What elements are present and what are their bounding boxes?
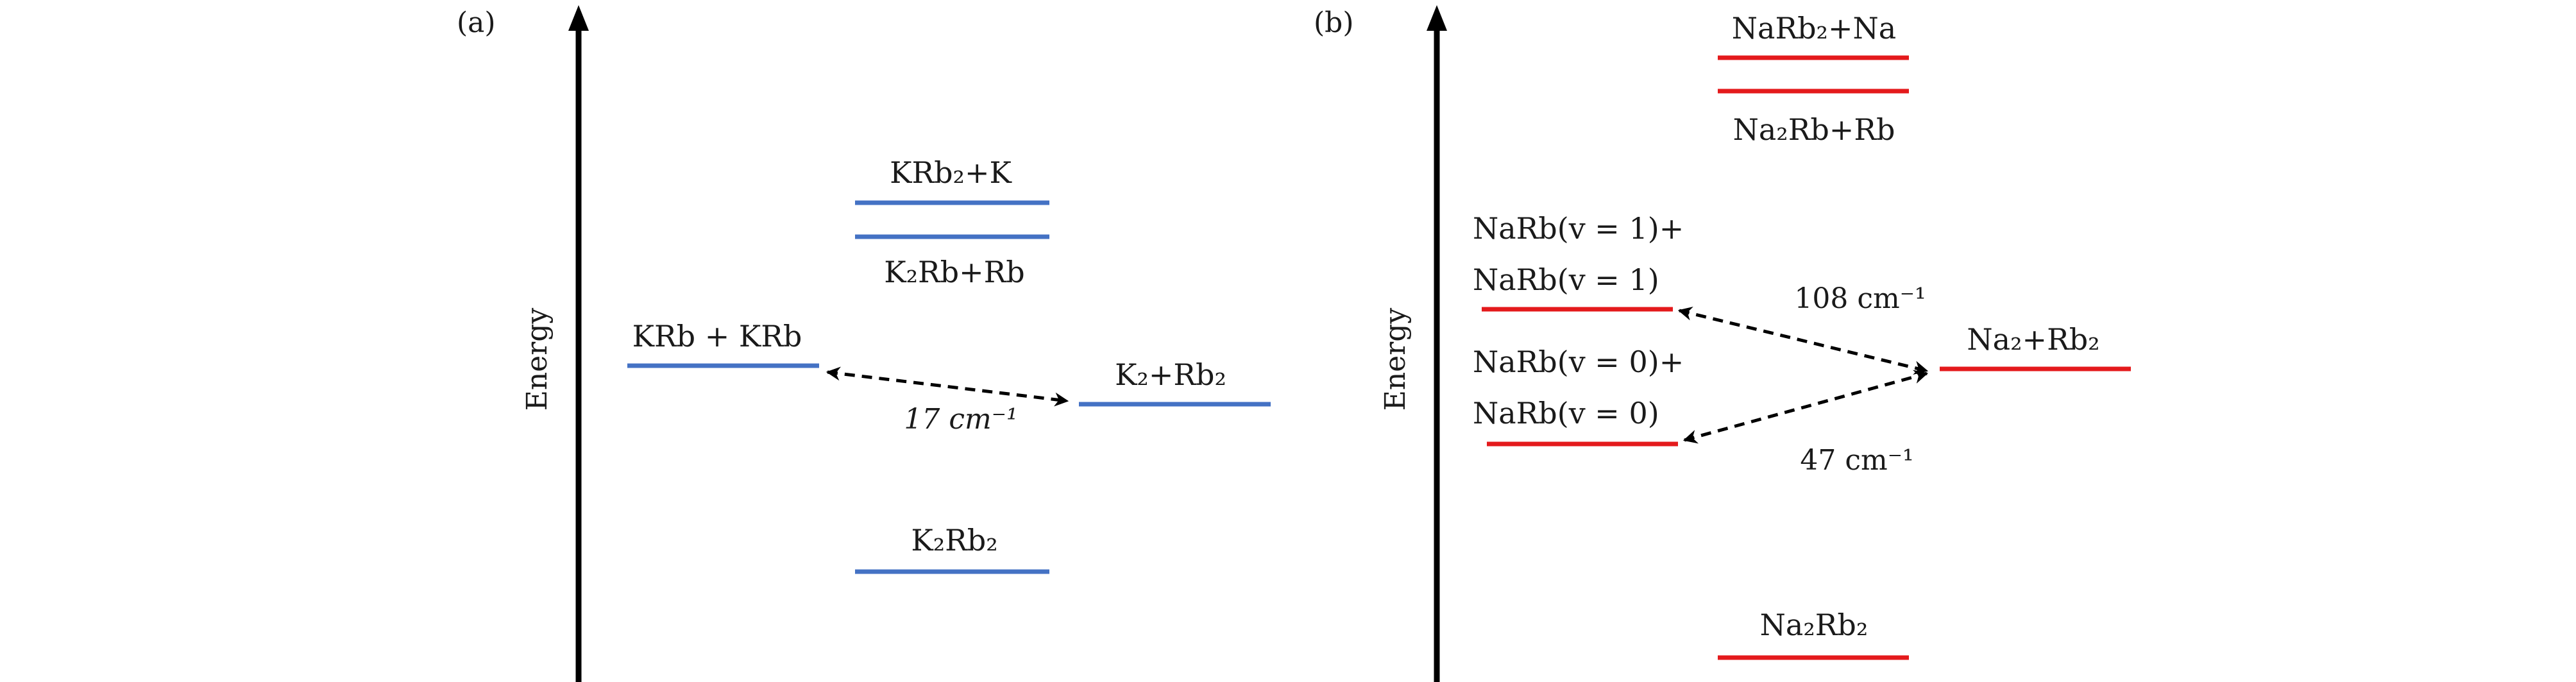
level-label-krb-krb: KRb + KRb: [632, 319, 802, 354]
level-label-narb-v0-line2: NaRb(v = 0): [1473, 396, 1659, 431]
level-label-krb2-k: KRb₂+K: [890, 155, 1012, 190]
gap-arrow-17: [826, 366, 1069, 407]
panel-b-tag: (b): [1314, 6, 1354, 39]
panel-a-axis-arrowhead: [568, 5, 589, 31]
level-label-k2-rb2: K₂+Rb₂: [1115, 357, 1226, 392]
level-label-narb2-na: NaRb₂+Na: [1732, 11, 1896, 46]
panel-a-axis-label: Energy: [521, 308, 554, 411]
level-label-k2rb-rb: K₂Rb+Rb: [884, 255, 1025, 289]
level-label-na2-rb2: Na₂+Rb₂: [1967, 322, 2099, 357]
panel-b-axis-label: Energy: [1379, 308, 1412, 411]
gap-label-47: 47 cm⁻¹: [1800, 444, 1913, 477]
gap-label-108: 108 cm⁻¹: [1794, 282, 1926, 315]
gap-arrow-47: [1682, 370, 1929, 444]
panel-a-tag: (a): [457, 6, 496, 39]
level-label-narb-v1-line1: NaRb(v = 1)+: [1473, 211, 1684, 246]
panel-b: (b) Energy NaRb₂+Na Na₂Rb+Rb NaRb(v = 1)…: [1314, 5, 2131, 682]
level-label-na2rb-rb: Na₂Rb+Rb: [1733, 112, 1895, 147]
panel-b-axis-arrowhead: [1427, 5, 1447, 31]
level-label-narb-v1-line2: NaRb(v = 1): [1473, 262, 1659, 297]
gap-arrow-108: [1677, 306, 1929, 375]
gap-label-17: 17 cm⁻¹: [904, 403, 1017, 436]
level-label-narb-v0-line1: NaRb(v = 0)+: [1473, 345, 1684, 379]
level-label-k2rb2: K₂Rb₂: [911, 523, 997, 558]
level-label-na2rb2: Na₂Rb₂: [1760, 608, 1868, 642]
panel-a: (a) Energy KRb₂+K K₂Rb+Rb KRb + KRb K₂+R…: [457, 5, 1271, 682]
